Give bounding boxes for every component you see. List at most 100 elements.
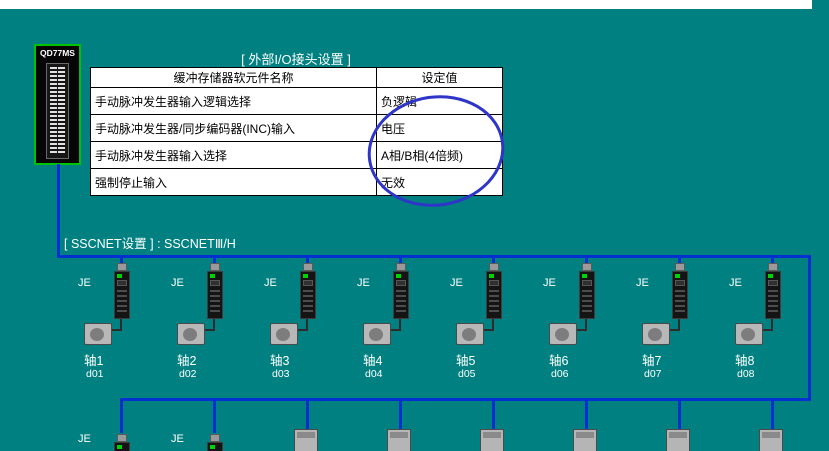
bus-drop-line [399,398,402,433]
amp-type-label: JE [543,277,556,289]
servo-amp-icon [486,263,502,319]
amp-type-label: JE [636,277,649,289]
axis-id: d06 [551,368,569,380]
axis-id: d05 [458,368,476,380]
table-row: 手动脉冲发生器/同步编码器(INC)输入 电压 [90,114,503,142]
servo-motor-icon [270,323,298,345]
amp-display [303,280,313,286]
amp-type-label: JE [729,277,742,289]
bus-drop-line [120,398,123,433]
servo-motor-icon [456,323,484,345]
bus-line-row2 [120,398,811,401]
bus-drop-line [678,255,681,264]
setting-value[interactable]: A相/B相(4倍频) [376,141,503,169]
axis-station[interactable] [529,398,622,451]
setting-value[interactable]: 电压 [376,114,503,142]
bus-drop-line [771,255,774,264]
axis-station[interactable] [343,398,436,451]
servo-amp-icon [114,434,130,451]
servo-amp-icon [765,263,781,319]
servo-amp-icon [672,263,688,319]
servo-amp-icon [300,263,316,319]
motor-cable [306,319,308,331]
servo-amp-icon [393,263,409,319]
bus-drop-line [120,255,123,264]
axis-station[interactable]: JE 轴3 d03 [250,255,343,387]
axis-station[interactable] [436,398,529,451]
setting-value[interactable]: 负逻辑 [376,87,503,115]
amp-connector [297,432,315,438]
setting-value[interactable]: 无效 [376,168,503,196]
motor-cable [296,329,307,331]
motor-cable [585,319,587,331]
motor-cable [213,319,215,331]
qd77ms-module[interactable]: QD77MS [34,44,81,165]
table-row: 强制停止输入 无效 [90,168,503,196]
amp-led [117,274,122,278]
axis-id: d02 [179,368,197,380]
axis-station[interactable]: JE 轴1 d01 [64,255,157,387]
axis-id: d08 [737,368,755,380]
amp-display [768,280,778,286]
motor-cable [492,319,494,331]
axis-station[interactable]: JE 轴6 d06 [529,255,622,387]
motor-cable [389,329,400,331]
amp-connector [762,432,780,438]
bus-line-right-riser [808,255,811,401]
amp-connector [483,432,501,438]
table-row: 手动脉冲发生器输入选择 A相/B相(4倍频) [90,141,503,169]
top-window-strip [0,0,812,9]
servo-motor-icon [735,323,763,345]
amp-led [210,445,215,449]
amp-type-label: JE [450,277,463,289]
amp-connector [210,434,220,442]
axis-station[interactable]: JE 轴5 d05 [436,255,529,387]
servo-amp-icon [387,429,411,451]
axis-station[interactable] [250,398,343,451]
servo-motor-icon [84,323,112,345]
axis-label: 轴1 [84,354,104,368]
amp-led [768,274,773,278]
bus-drop-line [399,255,402,264]
axis-station[interactable]: JE 轴2 d02 [157,255,250,387]
axis-station[interactable]: JE 轴4 d04 [343,255,436,387]
axis-id: d04 [365,368,383,380]
bus-drop-line [585,255,588,264]
motor-core [555,328,569,341]
axis-station[interactable]: JE [64,398,157,451]
motor-cable [399,319,401,331]
amp-slots [675,290,685,314]
axis-station[interactable]: JE 轴7 d07 [622,255,715,387]
connector-pins-left [50,67,57,155]
amp-led [210,274,215,278]
amp-connector [117,263,127,271]
col-header-setting-value: 设定值 [376,67,503,88]
axis-id: d03 [272,368,290,380]
amp-connector [396,263,406,271]
motor-cable [668,329,679,331]
sscnet-settings-label: [ SSCNET设置 ] : SSCNETⅢ/H [64,237,236,251]
amp-connector [768,263,778,271]
amp-connector [390,432,408,438]
axis-station[interactable]: JE [157,398,250,451]
io-settings-table: 缓冲存储器软元件名称 设定值 手动脉冲发生器输入逻辑选择 负逻辑 手动脉冲发生器… [90,67,503,196]
amp-slots [489,290,499,314]
motor-core [741,328,755,341]
setting-name: 手动脉冲发生器输入选择 [90,141,377,169]
amp-slots [117,290,127,314]
motor-cable [678,319,680,331]
amp-led [675,274,680,278]
amp-type-label: JE [171,277,184,289]
motor-cable [203,329,214,331]
axis-station[interactable] [715,398,808,451]
table-row: 手动脉冲发生器输入逻辑选择 负逻辑 [90,87,503,115]
amp-connector [117,434,127,442]
axis-station[interactable] [622,398,715,451]
axis-station[interactable]: JE 轴8 d08 [715,255,808,387]
bus-drop-line [213,255,216,264]
amp-type-label: JE [357,277,370,289]
motor-cable [110,329,121,331]
amp-display [489,280,499,286]
motor-core [462,328,476,341]
motor-cable [771,319,773,331]
